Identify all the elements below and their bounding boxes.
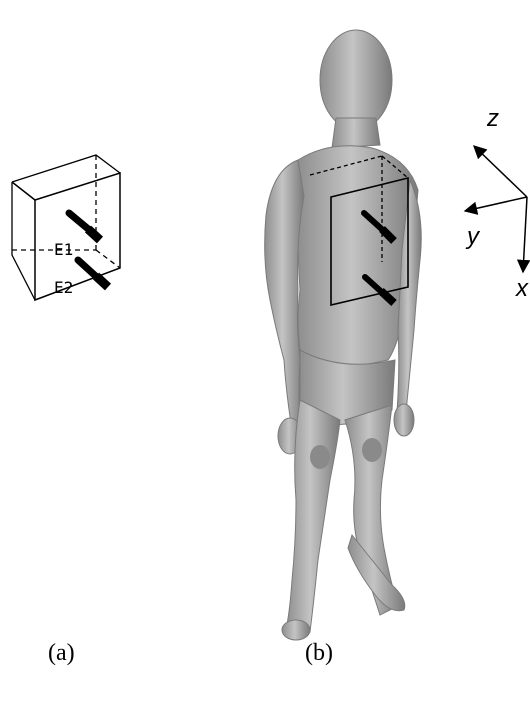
electrode-label-e1: E1: [54, 240, 73, 259]
coordinate-axes: [465, 146, 527, 272]
axis-y-arrow: [465, 197, 527, 211]
axis-label-y: y: [465, 223, 481, 250]
human-body-model: [265, 30, 422, 640]
panel-a-electrode-1: [69, 213, 100, 240]
electrode-label-e2: E2: [54, 278, 73, 297]
axis-label-z: z: [486, 105, 499, 132]
axis-x-arrow: [523, 197, 527, 272]
axis-label-x: x: [515, 275, 529, 302]
axis-z-arrow: [474, 146, 527, 197]
panel-a-label: (a): [48, 640, 75, 667]
panel-b-label: (b): [305, 640, 333, 667]
